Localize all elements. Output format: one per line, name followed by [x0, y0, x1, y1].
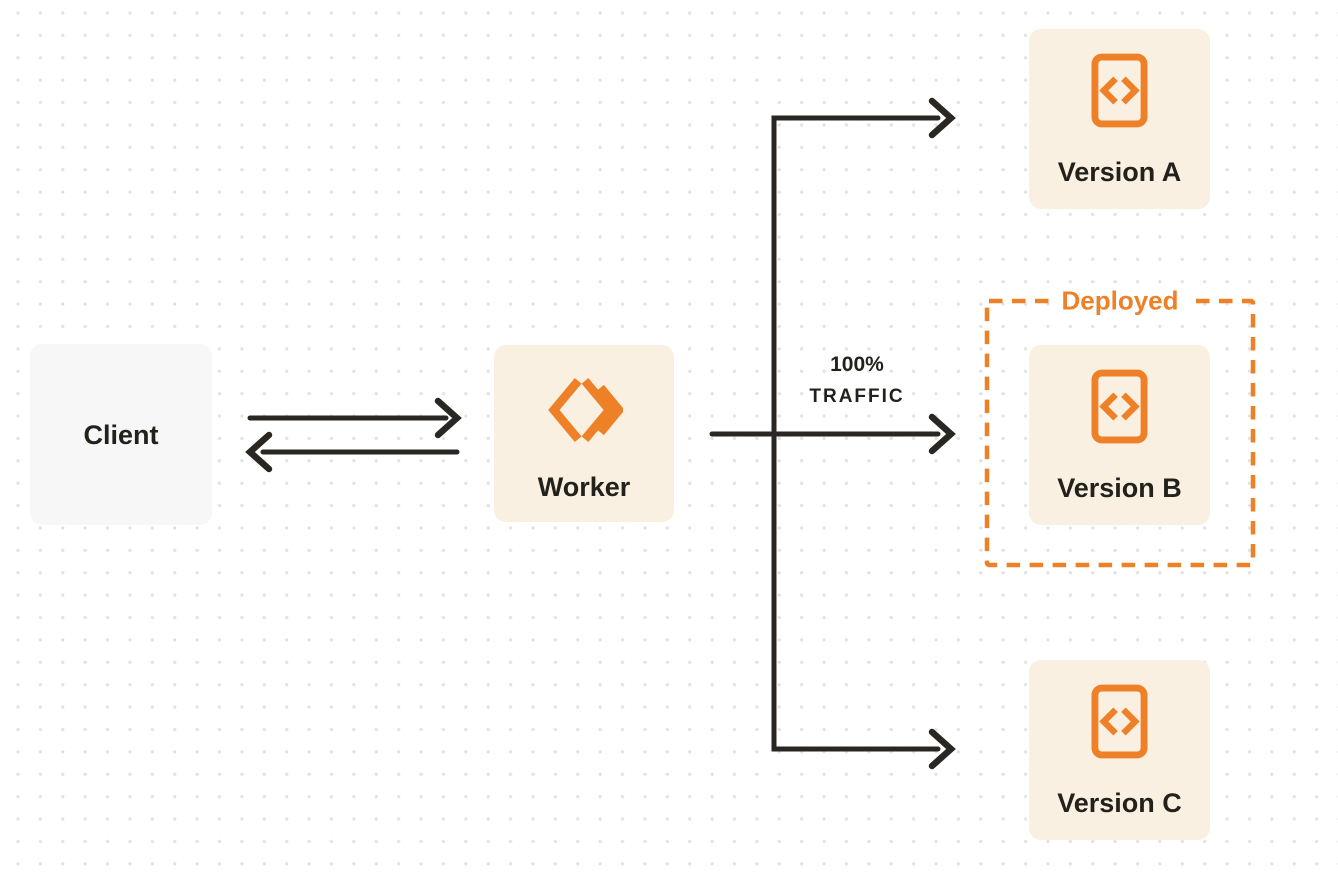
version-b-label: Version B — [1057, 473, 1182, 503]
worker-label: Worker — [537, 472, 631, 502]
node-version-c: Version C — [1029, 660, 1210, 840]
arrow-client-to-worker — [247, 397, 462, 439]
traffic-percent: 100% — [830, 353, 884, 376]
arrow-worker-to-version-b — [709, 413, 956, 455]
traffic-label: 100% TRAFFIC — [809, 349, 904, 413]
version-a-label: Version A — [1057, 157, 1182, 187]
code-file-icon — [1091, 53, 1148, 128]
node-version-b: Version B — [1029, 345, 1210, 525]
client-label: Client — [83, 419, 159, 450]
node-client: Client — [30, 344, 212, 525]
arrow-worker-to-client — [245, 431, 460, 473]
deployed-group-label: Deployed — [1049, 285, 1191, 317]
traffic-word: TRAFFIC — [809, 386, 905, 407]
node-version-a: Version A — [1029, 29, 1210, 209]
code-file-icon — [1091, 684, 1148, 759]
workers-logo-icon — [545, 375, 625, 445]
code-file-icon — [1091, 369, 1148, 444]
version-c-label: Version C — [1057, 788, 1182, 818]
node-worker: Worker — [494, 345, 674, 522]
branch-lines-version-a-c — [771, 97, 956, 770]
